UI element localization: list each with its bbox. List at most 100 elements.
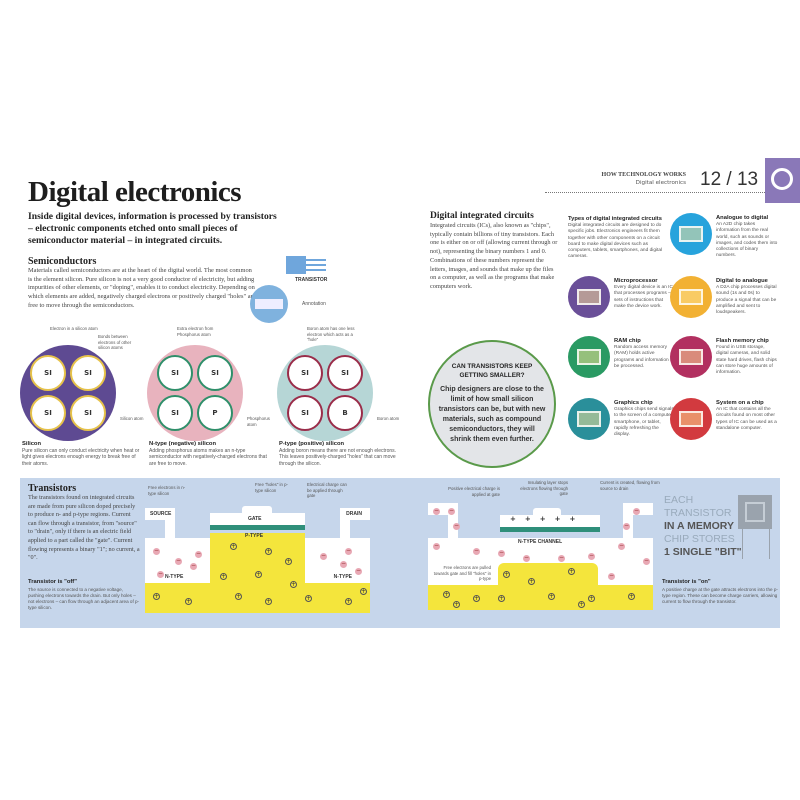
ptype-label: P-TYPE — [245, 533, 264, 539]
hole-charge: + — [185, 598, 192, 605]
flash-memory-icon — [670, 336, 712, 378]
transistor-off-diagram: SOURCE GATE DRAIN P-TYPE N-TYPE N-TYPE −… — [145, 503, 370, 613]
page-numbers: 12 / 13 — [700, 169, 759, 190]
electron-charge: − — [157, 570, 164, 578]
atom-annotation: Silicon atom — [120, 416, 144, 421]
atom-label: SI — [327, 355, 363, 391]
transistors-heading: Transistors — [28, 483, 77, 494]
electron-charge: − — [473, 547, 480, 555]
atom-label: SI — [157, 355, 193, 391]
electron-charge: − — [433, 542, 440, 550]
electron-charge: − — [623, 522, 630, 530]
atom-label: SI — [70, 355, 106, 391]
chip-title: Digital to analogue — [716, 278, 768, 284]
hole-charge: + — [220, 573, 227, 580]
atom-label: SI — [287, 355, 323, 391]
electron-charge: − — [345, 547, 352, 555]
microprocessor-icon — [568, 276, 610, 318]
hole-charge: + — [235, 593, 242, 600]
electron-charge: − — [175, 557, 182, 565]
hole-charge: + — [548, 593, 555, 600]
chip-title: Graphics chip — [614, 400, 653, 406]
annotation-label: Annotation — [302, 301, 326, 307]
on-text: A positive charge at the gate attracts e… — [662, 587, 778, 604]
atom-title: N-type (negative) silicon — [149, 441, 216, 447]
atom-annotation: Bonds between electrons of other silicon… — [98, 334, 132, 350]
ann-pulled: Free electrons are pulled towards gate a… — [433, 565, 491, 581]
atom-label: SI — [30, 395, 66, 431]
chip-title: Flash memory chip — [716, 338, 769, 344]
off-text: The source is connected to a negative vo… — [28, 587, 140, 610]
d2a-chip-icon — [670, 276, 712, 318]
gate-plus-signs: +++++ — [500, 515, 600, 527]
chip-title: RAM chip — [614, 338, 641, 344]
graphics-chip-icon — [568, 398, 610, 440]
electron-charge: − — [340, 560, 347, 568]
chip-title: System on a chip — [716, 400, 764, 406]
electron-charge: − — [588, 552, 595, 560]
transistor-label: TRANSISTOR — [295, 277, 328, 283]
atom-label: SI — [30, 355, 66, 391]
hole-charge: + — [628, 593, 635, 600]
gear-chip-icon — [765, 158, 800, 203]
atom-text: Adding phosphorus atoms makes an n-type … — [149, 448, 267, 467]
chip-title: Analogue to digital — [716, 215, 769, 221]
hole-charge: + — [265, 598, 272, 605]
hole-charge: + — [528, 578, 535, 585]
drain-label: DRAIN — [346, 511, 362, 517]
ann-current: Current is created, flowing from source … — [600, 480, 660, 491]
hole-charge: + — [498, 595, 505, 602]
hole-charge: + — [285, 558, 292, 565]
memory-line5: 1 SINGLE "BIT" — [664, 546, 742, 558]
hole-charge: + — [503, 571, 510, 578]
memory-fact: EACH TRANSISTOR IN A MEMORY CHIP STORES … — [664, 494, 742, 559]
atom-annotation: Phosphorus atom — [247, 416, 270, 427]
ann-gate-charge: Electrical charge can be applied through… — [307, 482, 347, 498]
hole-charge: + — [153, 593, 160, 600]
hole-charge: + — [453, 601, 460, 608]
chip-text: Random access memory (RAM) holds active … — [614, 345, 674, 369]
circuit-traces-icon — [742, 529, 770, 559]
transistors-body: The transistors found on integrated circ… — [28, 494, 140, 562]
chip-text: A D2A chip processes digital sound (1s a… — [716, 285, 777, 316]
memory-line3: IN A MEMORY — [664, 520, 734, 532]
atom-text: Adding boron means there are not enough … — [279, 448, 397, 467]
ann-free-electrons: Free electrons in n-type silicon — [148, 485, 186, 496]
ann-positive-charge: Positive electrical charge is applied at… — [448, 486, 500, 497]
on-heading: Transistor is "on" — [662, 579, 711, 585]
dic-heading: Digital integrated circuits — [430, 211, 534, 221]
electron-charge: − — [355, 567, 362, 575]
electron-charge: − — [498, 549, 505, 557]
ntype-right-label: N-TYPE — [333, 574, 352, 580]
chip-title: Microprocessor — [614, 278, 658, 284]
memory-chip-icon — [738, 495, 772, 529]
off-heading: Transistor is "off" — [28, 579, 77, 585]
callout-heading: CAN TRANSISTORS KEEP GETTING SMALLER? — [451, 363, 533, 379]
electron-charge: − — [433, 507, 440, 515]
electron-charge: − — [608, 572, 615, 580]
hole-charge: + — [255, 571, 262, 578]
hole-charge: + — [360, 588, 367, 595]
ann-free-holes: Free "holes" in p-type silicon — [255, 482, 288, 493]
chip-text: An A2D chip takes information from the r… — [716, 222, 778, 259]
electron-charge: − — [523, 554, 530, 562]
types-body: Digital integrated circuits are designed… — [568, 223, 663, 260]
types-heading: Types of digital integrated circuits — [568, 216, 662, 222]
electron-charge: − — [633, 507, 640, 515]
ntype-left-label: N-TYPE — [165, 574, 184, 580]
chip-text: Every digital device is an IC that proce… — [614, 285, 673, 309]
gate-label: GATE — [248, 516, 262, 522]
page-title: Digital electronics — [28, 176, 242, 208]
electron-charge: − — [195, 550, 202, 558]
hole-charge: + — [568, 568, 575, 575]
transistor-on-diagram: +++++ N-TYPE CHANNEL Free electrons are … — [428, 503, 653, 613]
electron-charge: − — [643, 557, 650, 565]
electron-charge: − — [453, 522, 460, 530]
atom-label: P — [197, 395, 233, 431]
transistor-icon — [286, 256, 326, 274]
hole-charge: + — [443, 591, 450, 598]
ann-insulating: Insulating layer stops electrons flowing… — [520, 480, 568, 496]
